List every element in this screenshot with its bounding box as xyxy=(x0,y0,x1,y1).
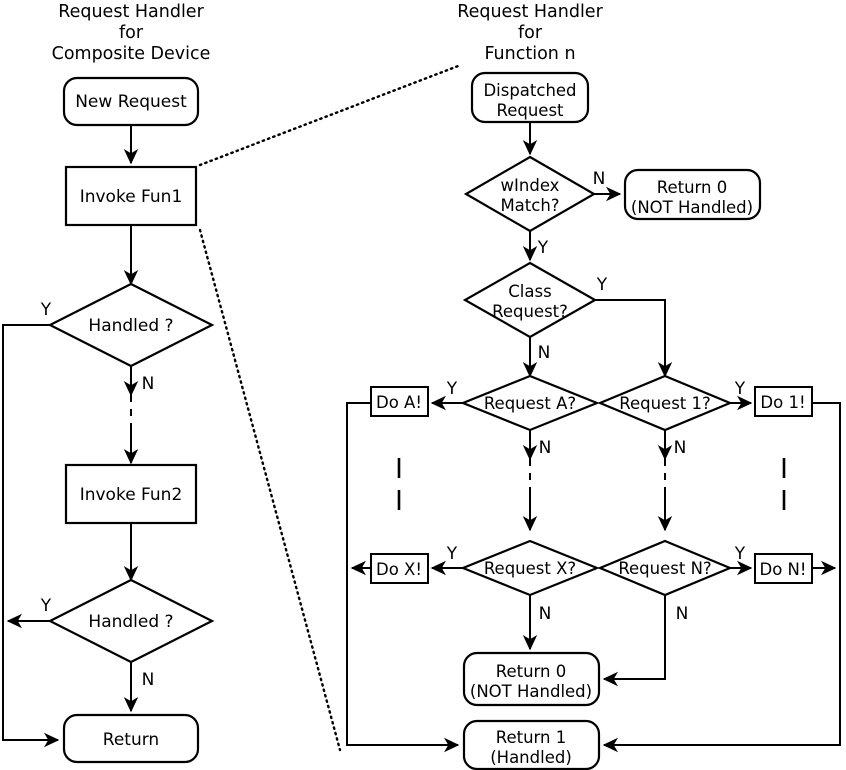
label-windex-yes: Y xyxy=(537,238,549,258)
node-request-1[interactable]: Request 1? xyxy=(597,374,733,432)
edge-requestn-no-to-return0 xyxy=(602,595,666,687)
expansion-connector-bottom xyxy=(198,228,342,752)
node-handled-1-label: Handled ? xyxy=(88,316,173,336)
node-dispatched-request[interactable]: Dispatched Request xyxy=(470,71,590,124)
node-do-x[interactable]: Do X! xyxy=(370,553,429,584)
node-do-x-label: Do X! xyxy=(376,560,422,579)
title-left: Request Handler for Composite Device xyxy=(52,2,211,64)
node-return1[interactable]: Return 1 (Handled) xyxy=(462,719,601,770)
expansion-connector-top xyxy=(198,64,460,167)
node-invoke-fun1-shape xyxy=(64,165,198,227)
node-request-x[interactable]: Request X? xyxy=(460,539,600,597)
node-windex-match[interactable]: wIndex Match? xyxy=(463,155,597,233)
node-request-1-shape xyxy=(597,374,733,432)
node-return-shape xyxy=(62,713,200,764)
node-do-a-label: Do A! xyxy=(376,393,422,412)
node-request-1-label: Request 1? xyxy=(619,394,711,413)
node-request-x-label: Request X? xyxy=(484,559,576,578)
node-invoke-fun2[interactable]: Invoke Fun2 xyxy=(64,463,198,525)
node-do-a[interactable]: Do A! xyxy=(370,386,429,417)
node-request-a[interactable]: Request A? xyxy=(460,374,600,432)
node-return0-top-shape xyxy=(623,168,762,221)
label-class-yes: Y xyxy=(596,275,608,295)
node-handled-2[interactable]: Handled ? xyxy=(47,578,215,664)
node-request-a-label: Request A? xyxy=(484,394,576,413)
node-return[interactable]: Return xyxy=(62,713,200,764)
node-request-n-shape xyxy=(597,539,733,597)
node-invoke-fun1[interactable]: Invoke Fun1 xyxy=(64,165,198,227)
node-request-n-label: Request N? xyxy=(618,559,711,578)
node-do-1-shape xyxy=(754,386,813,417)
label-handled-2-no: N xyxy=(142,670,155,690)
node-do-a-shape xyxy=(370,386,429,417)
node-windex-match-line1: wIndex xyxy=(501,176,560,195)
node-return0-bottom-line2: (NOT Handled) xyxy=(470,682,592,701)
label-request-a-no: N xyxy=(539,438,552,458)
node-request-a-shape xyxy=(460,374,600,432)
label-request-a-yes: Y xyxy=(446,379,458,399)
title-left-line2: for xyxy=(119,23,144,43)
label-request-1-yes: Y xyxy=(734,379,746,399)
node-dispatched-request-line1: Dispatched xyxy=(483,81,576,100)
node-return1-shape xyxy=(462,719,601,770)
node-do-x-shape xyxy=(370,553,429,584)
node-class-request-line1: Class xyxy=(508,282,551,301)
node-do-1[interactable]: Do 1! xyxy=(754,386,813,417)
node-do-n-label: Do N! xyxy=(759,560,806,579)
label-windex-no: N xyxy=(593,169,606,189)
node-return0-top[interactable]: Return 0 (NOT Handled) xyxy=(623,168,762,221)
label-handled-1-no: N xyxy=(142,374,155,394)
rail-right-to-return1 xyxy=(602,402,841,753)
node-dispatched-request-shape xyxy=(470,71,590,124)
label-request-1-no: N xyxy=(674,438,687,458)
node-new-request[interactable]: New Request xyxy=(62,76,200,127)
node-handled-1[interactable]: Handled ? xyxy=(47,282,215,368)
node-return0-top-line1: Return 0 xyxy=(657,178,728,197)
node-return1-line2: (Handled) xyxy=(490,748,572,767)
node-request-x-shape xyxy=(460,539,600,597)
edge-handled1-yes-to-return xyxy=(2,324,60,748)
edge-class-yes-to-request1 xyxy=(595,299,673,378)
title-right-line3: Function n xyxy=(484,44,575,64)
node-dispatched-request-line2: Request xyxy=(496,101,564,120)
label-request-x-yes: Y xyxy=(446,544,458,564)
label-request-x-no: N xyxy=(539,604,552,624)
label-request-n-yes: Y xyxy=(734,544,746,564)
title-right: Request Handler for Function n xyxy=(457,2,603,64)
node-return0-bottom-shape xyxy=(462,651,601,707)
node-windex-match-shape xyxy=(463,155,597,233)
title-left-line3: Composite Device xyxy=(52,44,211,64)
title-right-line2: for xyxy=(518,23,543,43)
node-handled-1-shape xyxy=(47,282,215,368)
node-new-request-shape xyxy=(62,76,200,127)
node-class-request-line2: Request? xyxy=(492,302,568,321)
node-return0-bottom[interactable]: Return 0 (NOT Handled) xyxy=(462,651,601,707)
node-class-request-shape xyxy=(462,261,598,339)
node-return1-line1: Return 1 xyxy=(496,728,567,747)
node-class-request[interactable]: Class Request? xyxy=(462,261,598,339)
node-invoke-fun1-label: Invoke Fun1 xyxy=(80,187,183,207)
label-handled-2-yes: Y xyxy=(40,596,52,616)
node-return-label: Return xyxy=(103,730,159,750)
node-request-n[interactable]: Request N? xyxy=(597,539,733,597)
node-do-n[interactable]: Do N! xyxy=(754,553,813,584)
node-windex-match-line2: Match? xyxy=(500,196,559,215)
label-handled-1-yes: Y xyxy=(40,300,52,320)
label-class-no: N xyxy=(538,343,551,363)
node-handled-2-label: Handled ? xyxy=(88,612,173,632)
rail-left-to-return1 xyxy=(346,402,460,753)
title-left-line1: Request Handler xyxy=(58,2,204,22)
node-handled-2-shape xyxy=(47,578,215,664)
node-new-request-label: New Request xyxy=(75,92,187,112)
node-return0-bottom-line1: Return 0 xyxy=(496,662,567,681)
node-invoke-fun2-label: Invoke Fun2 xyxy=(80,485,183,505)
title-right-line1: Request Handler xyxy=(457,2,603,22)
node-return0-top-line2: (NOT Handled) xyxy=(631,198,753,217)
label-request-n-no: N xyxy=(676,604,689,624)
node-do-n-shape xyxy=(754,553,813,584)
node-invoke-fun2-shape xyxy=(64,463,198,525)
node-do-1-label: Do 1! xyxy=(760,393,805,412)
